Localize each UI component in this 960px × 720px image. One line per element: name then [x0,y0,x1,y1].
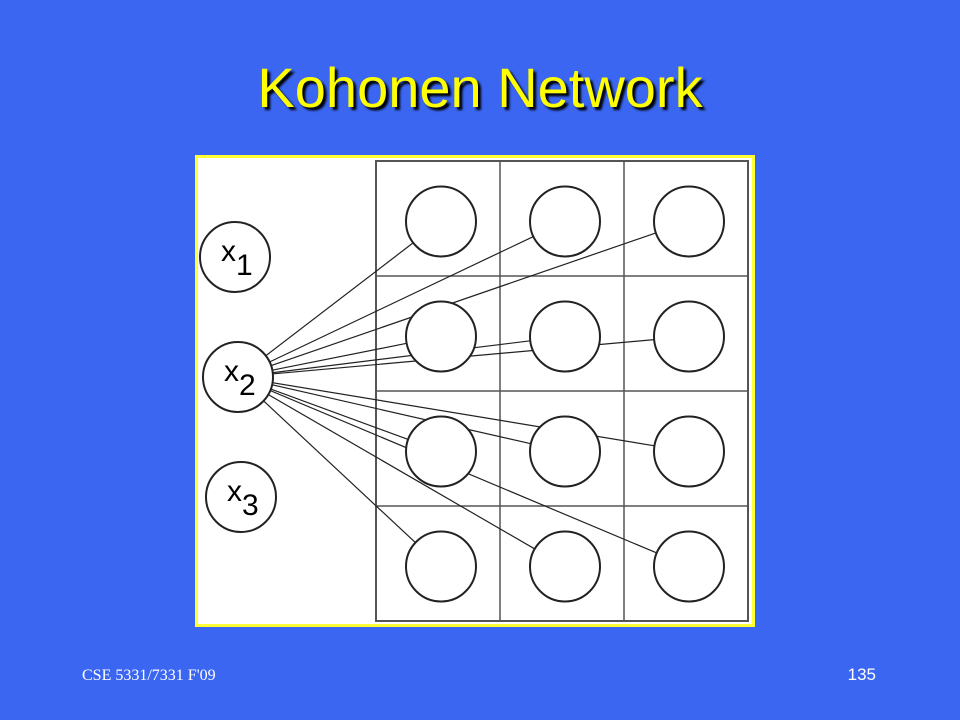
connection-line [253,342,407,375]
output-node [653,530,725,603]
output-grid [375,160,749,622]
connection-line [253,340,531,376]
connection-line [253,379,532,445]
input-label-x2: x2 [224,355,256,402]
output-node [405,530,477,603]
output-nodes [405,185,725,603]
footer-course: CSE 5331/7331 F'09 [82,667,216,684]
output-node [405,415,477,488]
connection-line [251,235,534,371]
output-node [529,300,601,373]
input-var: x [221,235,236,268]
slide-title: Kohonen Network [257,56,703,119]
connection-line [251,384,536,550]
input-var: x [224,355,239,388]
output-node [405,300,477,373]
input-node-x2 [202,341,274,413]
output-node [529,530,601,603]
output-node [653,300,725,373]
input-subscript: 1 [236,249,253,282]
input-var: x [227,475,242,508]
output-node [405,185,477,258]
output-node [653,185,725,258]
input-subscript: 3 [242,489,259,522]
page-number: 135 [847,665,876,684]
input-subscript: 2 [239,369,256,402]
input-label-x3: x3 [227,475,259,522]
connections [249,232,657,554]
connection-line [249,387,416,544]
connection-line [250,242,414,368]
input-node-x3 [205,461,277,533]
output-node [653,415,725,488]
input-node-x1 [199,221,271,293]
connection-line [252,232,657,373]
output-node [529,415,601,488]
connection-line [252,381,409,441]
input-label-x1: x1 [221,235,253,282]
output-node [529,185,601,258]
